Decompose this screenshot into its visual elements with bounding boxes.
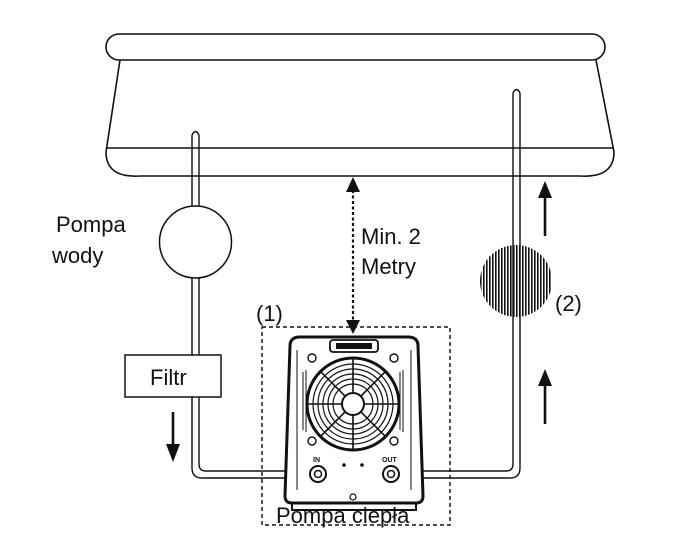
outlet-connector: [382, 465, 400, 483]
distance-arrow-up-icon: [346, 177, 360, 192]
inlet-label: IN: [313, 457, 320, 464]
pool: [105, 33, 615, 177]
flow-arrow-up-icon: [538, 181, 552, 236]
filter-label: Filtr: [150, 365, 187, 390]
heat-pump-dashed-frame: [261, 326, 451, 526]
pool-top-rim: [105, 33, 606, 61]
pool-body: [105, 59, 615, 177]
left-pipe-cap: [191, 130, 200, 136]
distance-label-line1: Min. 2: [361, 224, 421, 249]
heat-pump-unit: [283, 335, 425, 511]
inlet-pipe: [191, 397, 311, 479]
flow-arrow-down-icon: [166, 412, 180, 462]
water-pump-label-line2: wody: [51, 243, 103, 268]
heat-pump-number-label: (1): [256, 301, 283, 326]
water-pump-label-line1: Pompa: [56, 212, 126, 237]
heat-pump-label: Pompa ciepła: [276, 503, 410, 528]
flow-arrow-up-icon: [538, 369, 552, 424]
outlet-pipe: [395, 93, 514, 472]
item-2-hatched-circle: [480, 245, 552, 317]
pipes: [191, 88, 521, 479]
item-2-label: (2): [555, 291, 582, 316]
outlet-label: OUT: [382, 457, 398, 464]
water-pump-circle: [158, 205, 233, 279]
distance-label-line2: Metry: [361, 254, 416, 279]
filter-box: [124, 354, 222, 398]
right-pipe-cap: [512, 88, 521, 94]
inlet-connector: [309, 465, 327, 483]
distance-indicator: [346, 177, 360, 334]
